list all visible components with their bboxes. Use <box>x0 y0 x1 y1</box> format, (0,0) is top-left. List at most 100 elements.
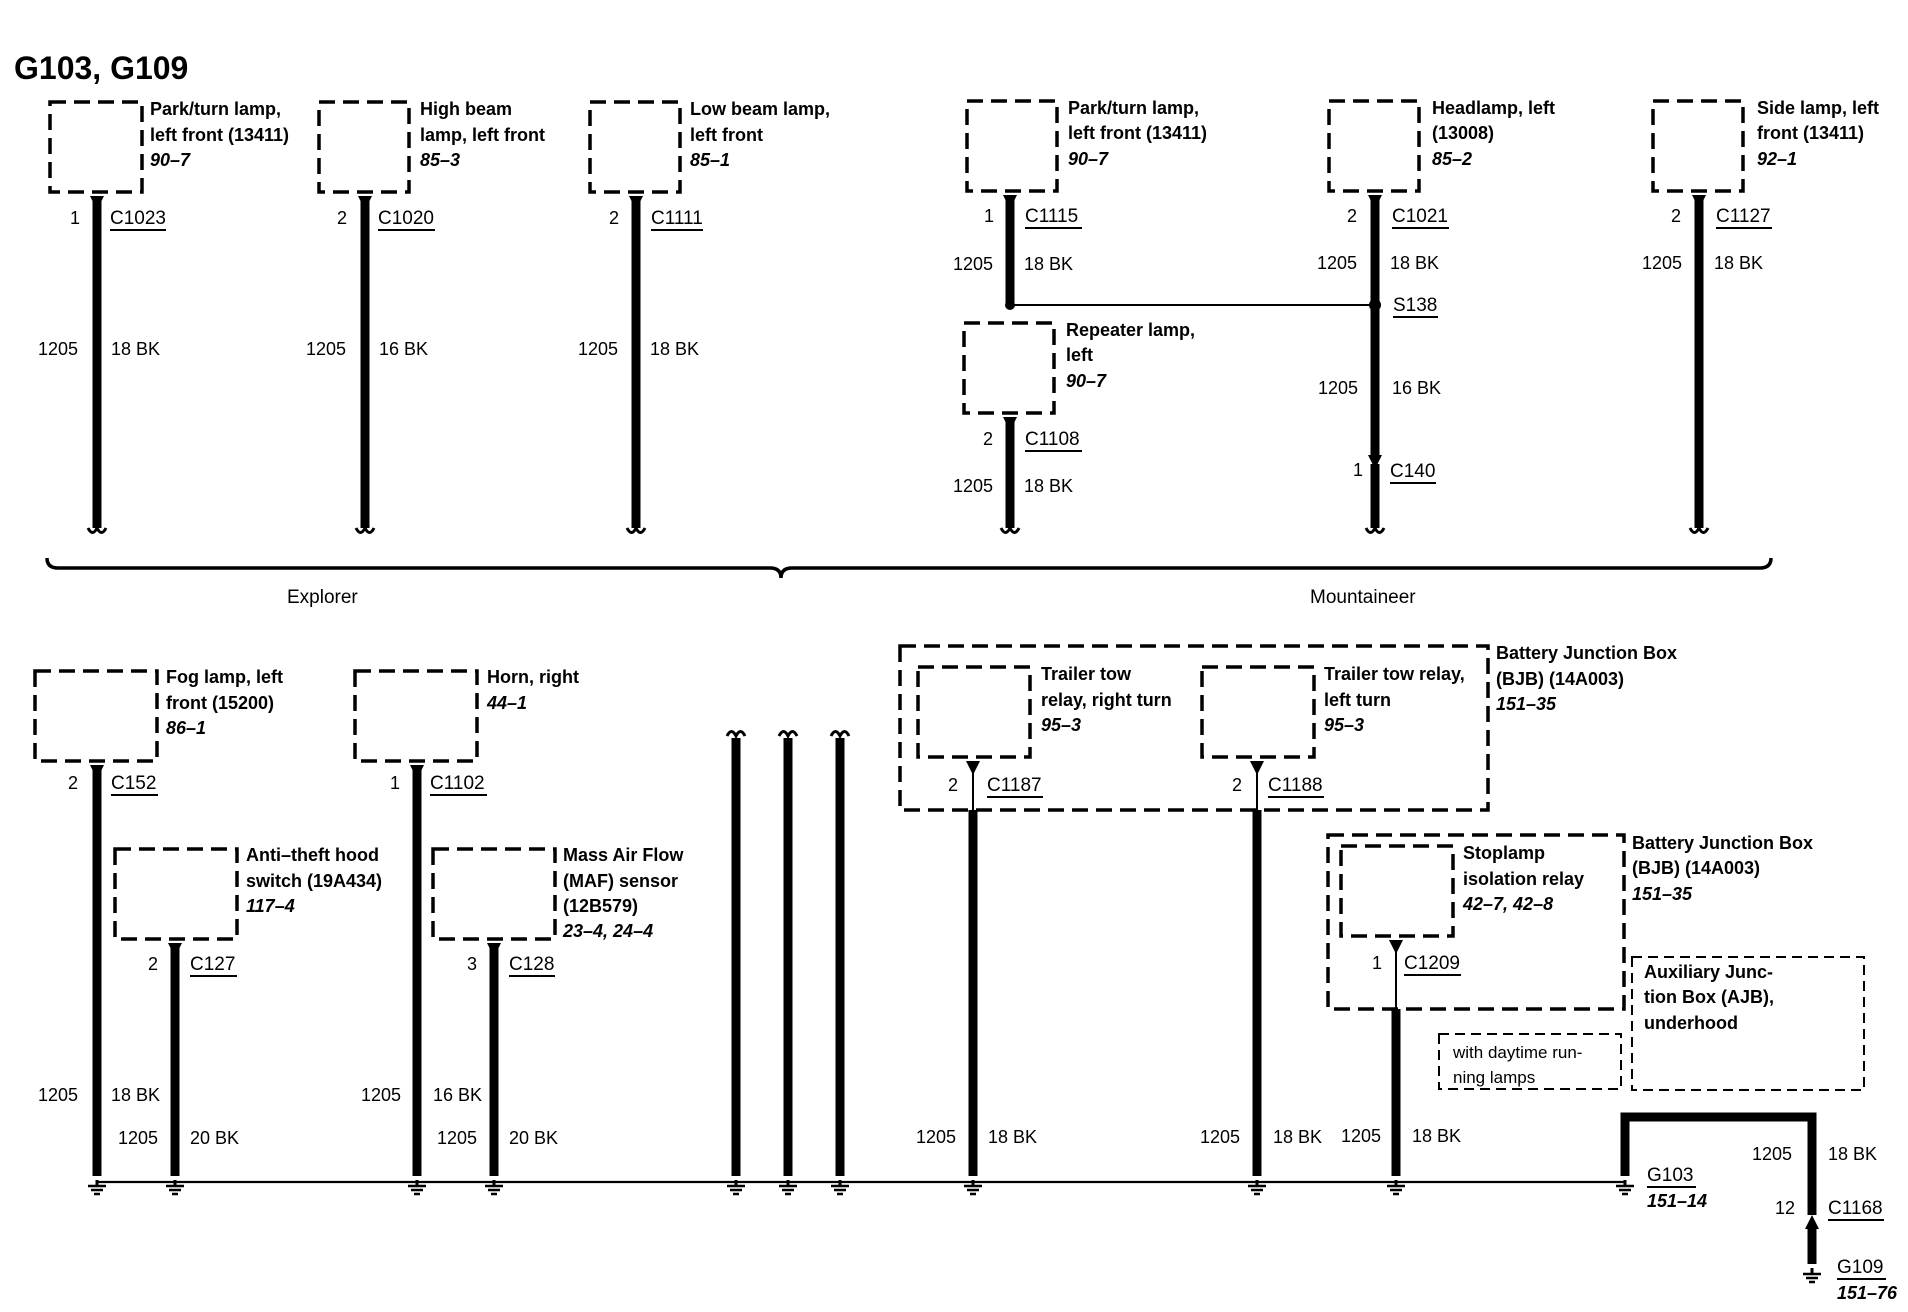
wire-c1021: 1205 18 BK <box>1317 199 1439 305</box>
svg-text:(13008): (13008) <box>1432 123 1494 143</box>
connector-c127: 2 C127 <box>148 943 237 977</box>
auxiliary-junction-box: Auxiliary Junc- tion Box (AJB), underhoo… <box>1631 956 1865 1091</box>
note-text: with daytime run- <box>1452 1043 1582 1062</box>
wire-c1102: 1205 16 BK <box>361 769 482 1196</box>
connector-id: C1102 <box>430 773 485 794</box>
wire-c1187: 1205 18 BK <box>916 810 1037 1196</box>
wire-c128: 1205 20 BK <box>437 947 558 1196</box>
connector-c1209: 1 C1209 <box>1372 940 1461 1009</box>
svg-text:ning lamps: ning lamps <box>1453 1068 1535 1087</box>
wire-gauge-color: 18 BK <box>111 339 160 359</box>
connector-id: C1108 <box>1025 429 1080 450</box>
connector-id: C152 <box>111 773 156 794</box>
circuit-number: 1205 <box>1318 378 1358 398</box>
stoplamp-isolation-relay: Stoplamp isolation relay 42–7, 42–8 <box>1339 843 1584 938</box>
component-label: High beam <box>420 99 512 119</box>
svg-text:front (13411): front (13411) <box>1757 123 1864 143</box>
splice-id: S138 <box>1393 295 1437 316</box>
section-label-explorer: Explorer <box>287 587 358 608</box>
pin-number: 2 <box>148 954 158 974</box>
svg-text:Stoplamp: Stoplamp <box>1463 843 1545 863</box>
wire-c1188: 1205 18 BK <box>1200 810 1322 1196</box>
component-label: Battery Junction Box <box>1632 833 1813 853</box>
pin-number: 2 <box>68 773 78 793</box>
connector-id: C1020 <box>378 208 434 229</box>
circuit-number: 1205 <box>437 1128 477 1148</box>
connector-id: C140 <box>1390 461 1435 482</box>
section-label-mountaineer: Mountaineer <box>1310 587 1416 608</box>
svg-text:left front: left front <box>690 125 763 145</box>
component-label: Side lamp, left <box>1757 98 1879 118</box>
pin-number: 2 <box>948 775 958 795</box>
note-text: ning lamps <box>1453 1068 1535 1087</box>
headlamp-left: Headlamp, left (13008) 85–2 <box>1327 98 1555 193</box>
park-turn-lamp-left-front-1: Park/turn lamp, left front (13411) 90–7 <box>48 99 289 194</box>
svg-text:front (15200): front (15200) <box>166 693 274 713</box>
component-label: Horn, right <box>487 667 579 687</box>
circuit-number: 1205 <box>578 339 618 359</box>
component-label: (12B579) <box>563 896 638 916</box>
wire-gauge-color: 16 BK <box>433 1085 482 1105</box>
wire-c1127: 1205 18 BK <box>1642 199 1763 534</box>
component-label: Auxiliary Junc- <box>1644 962 1773 982</box>
pin-number: 2 <box>983 429 993 449</box>
daytime-running-lamps-note: with daytime run- ning lamps <box>1438 1033 1622 1090</box>
connector-id: C1111 <box>651 208 703 229</box>
side-lamp-left-front: Side lamp, left front (13411) 92–1 <box>1651 98 1879 193</box>
component-label: (BJB) (14A003) <box>1496 669 1624 689</box>
svg-text:Trailer tow: Trailer tow <box>1041 664 1132 684</box>
wire-gauge-color: 18 BK <box>1390 253 1439 273</box>
circuit-number: 1205 <box>38 339 78 359</box>
page-ref: 86–1 <box>166 718 206 738</box>
wire-gauge-color: 18 BK <box>1714 253 1763 273</box>
circuit-number: 1205 <box>38 1085 78 1105</box>
wire-c152: 1205 18 BK <box>38 769 160 1196</box>
svg-text:switch (19A434): switch (19A434) <box>246 871 382 891</box>
connector-c140: 1 C140 <box>1353 455 1436 534</box>
wire-gauge-color: 18 BK <box>650 339 699 359</box>
svg-text:Anti–theft hood: Anti–theft hood <box>246 845 379 865</box>
component-label: Battery Junction Box <box>1496 643 1677 663</box>
svg-text:Fog lamp, left: Fog lamp, left <box>166 667 283 687</box>
circuit-number: 1205 <box>916 1127 956 1147</box>
wire-c1111: 1205 18 BK <box>578 200 699 534</box>
svg-text:underhood: underhood <box>1644 1013 1738 1033</box>
connector-id: C1023 <box>110 208 166 229</box>
component-label: Repeater lamp, <box>1066 320 1195 340</box>
low-beam-lamp-left-front: Low beam lamp, left front 85–1 <box>588 99 830 194</box>
connector-id: C127 <box>190 954 235 975</box>
svg-text:(BJB) (14A003): (BJB) (14A003) <box>1632 858 1760 878</box>
circuit-number: 1205 <box>306 339 346 359</box>
svg-text:Side lamp, left: Side lamp, left <box>1757 98 1879 118</box>
circuit-number: 1205 <box>953 254 993 274</box>
pin-number: 2 <box>1347 206 1357 226</box>
pin-number: 2 <box>609 208 619 228</box>
component-label: left front <box>690 125 763 145</box>
page-ref: 117–4 <box>246 896 295 916</box>
component-label: lamp, left front <box>420 125 545 145</box>
svg-text:tion Box (AJB),: tion Box (AJB), <box>1644 987 1774 1007</box>
trailer-tow-relay-right-turn: Trailer tow relay, right turn 95–3 <box>916 664 1172 759</box>
connector-id: C1187 <box>987 775 1042 796</box>
pin-number: 1 <box>984 206 994 226</box>
continued-wires <box>725 730 851 1196</box>
component-label: relay, right turn <box>1041 690 1172 710</box>
pin-number: 3 <box>467 954 477 974</box>
page-ref: 90–7 <box>150 150 191 170</box>
ground-g109: G109 151–76 <box>1801 1257 1898 1303</box>
pin-number: 2 <box>1671 206 1681 226</box>
pin-number: 12 <box>1775 1198 1795 1218</box>
circuit-number: 1205 <box>1752 1144 1792 1164</box>
fog-lamp-left-front: Fog lamp, left front (15200) 86–1 <box>33 667 283 763</box>
svg-text:Auxiliary Junc-: Auxiliary Junc- <box>1644 962 1773 982</box>
svg-text:with daytime run-: with daytime run- <box>1452 1043 1582 1062</box>
connector-c1187: 2 C1187 <box>948 761 1043 810</box>
page-title: G103, G109 <box>14 50 188 86</box>
svg-text:Low beam lamp,: Low beam lamp, <box>690 99 830 119</box>
circuit-number: 1205 <box>1317 253 1357 273</box>
component-label: front (13411) <box>1757 123 1864 143</box>
component-label: Park/turn lamp, <box>150 99 281 119</box>
svg-text:(BJB) (14A003): (BJB) (14A003) <box>1496 669 1624 689</box>
svg-text:left turn: left turn <box>1324 690 1391 710</box>
component-label: left turn <box>1324 690 1391 710</box>
